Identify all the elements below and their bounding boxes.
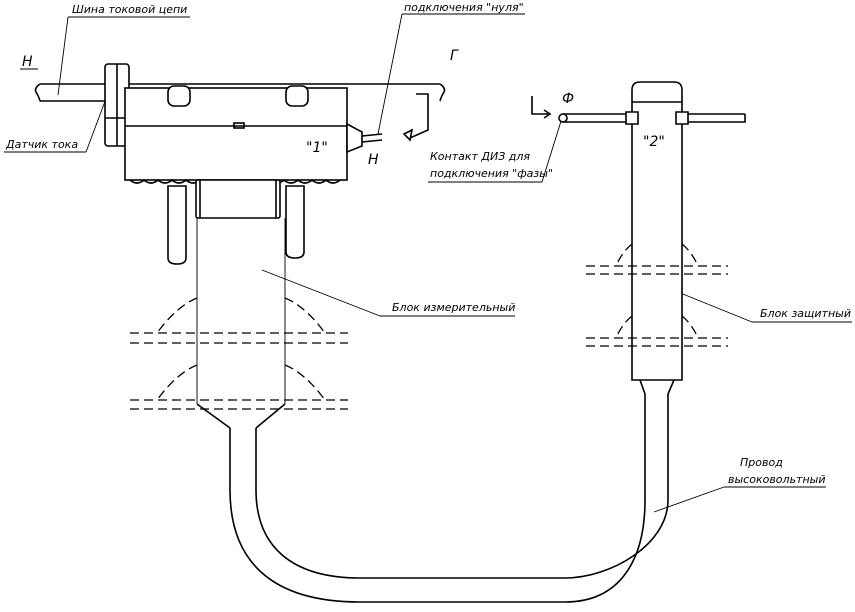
hv-wire-label-1: Провод bbox=[740, 456, 783, 469]
hv-wire-label-2: высоковольтный bbox=[728, 473, 825, 486]
measuring-block bbox=[130, 179, 348, 429]
letter-n-right: Н bbox=[368, 152, 379, 168]
neutral-contact-label: подключения "нуля" bbox=[404, 1, 524, 14]
unit-2-label: "2" bbox=[643, 134, 665, 150]
measuring-unit-head bbox=[124, 85, 429, 184]
measuring-block-label: Блок измерительный bbox=[392, 301, 515, 314]
letter-n-left: Н bbox=[22, 54, 33, 70]
bus-label: Шина токовой цепи bbox=[72, 3, 187, 16]
letter-g: Г bbox=[450, 48, 459, 64]
phase-contact-label-1: Контакт ДИЗ для bbox=[430, 150, 530, 163]
protection-block bbox=[531, 81, 746, 395]
mounting-legs bbox=[167, 185, 305, 265]
text-labels: Шина токовой цепи подключения "нуля" Дат… bbox=[5, 1, 851, 486]
unit-1-label: "1" bbox=[306, 140, 328, 156]
high-voltage-wire bbox=[229, 394, 669, 603]
phase-contact-label-2: подключения "фазы" bbox=[430, 167, 553, 180]
protection-block-label: Блок защитный bbox=[760, 307, 851, 320]
leader-lines bbox=[4, 13, 852, 513]
letter-f: Ф bbox=[562, 91, 574, 107]
current-sensor-label: Датчик тока bbox=[5, 138, 78, 151]
